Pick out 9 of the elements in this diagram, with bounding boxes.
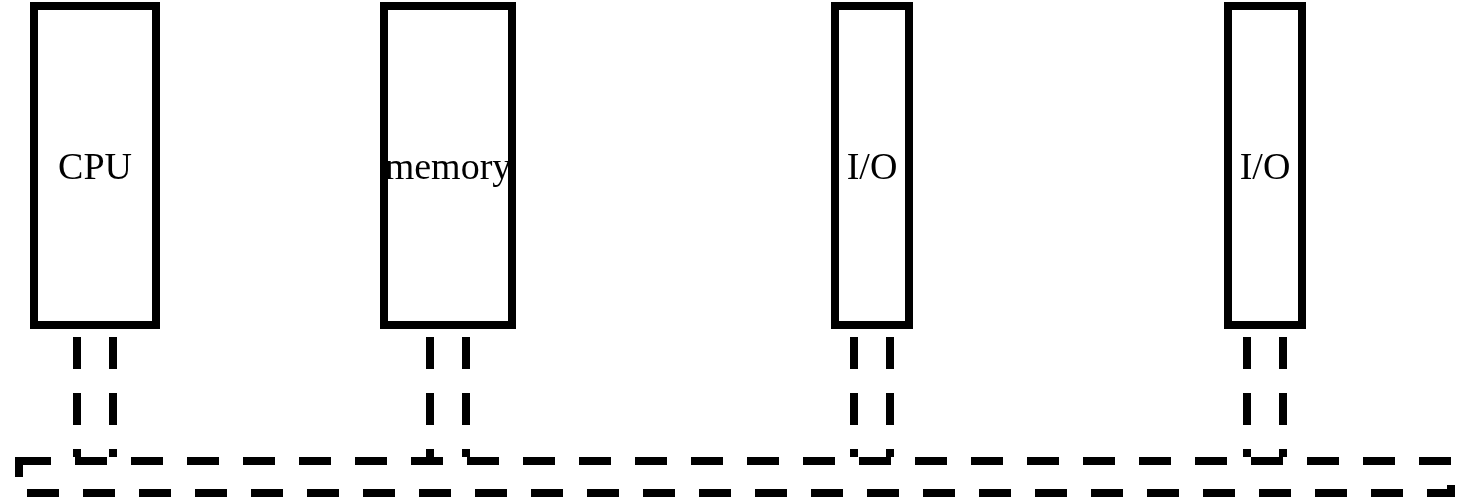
- component-label: CPU: [58, 143, 132, 188]
- component-label: memory: [384, 143, 512, 188]
- component-box: [30, 2, 160, 329]
- component-box: [1224, 2, 1306, 329]
- component-label: I/O: [846, 143, 898, 188]
- component-box: [831, 2, 913, 329]
- component-box: [380, 2, 516, 329]
- bus-bar: [15, 457, 1455, 497]
- component-label: I/O: [1239, 143, 1291, 188]
